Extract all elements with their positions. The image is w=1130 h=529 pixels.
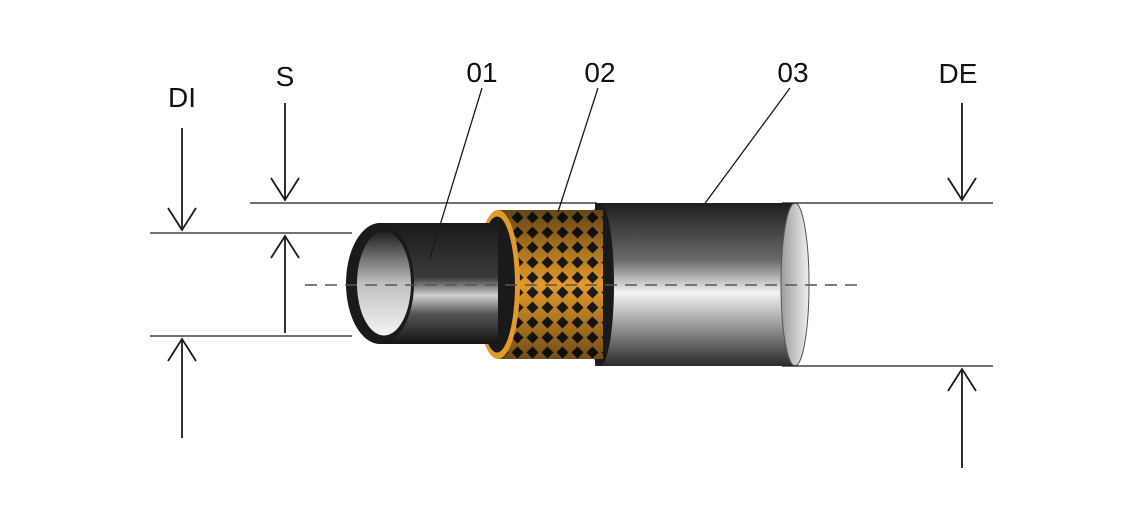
arrow-down-icon xyxy=(167,207,197,232)
arrow-up-icon xyxy=(270,234,300,259)
leader-01 xyxy=(429,87,483,259)
arrow-up-icon xyxy=(947,367,977,392)
label-de: DE xyxy=(939,58,978,89)
label-s: S xyxy=(276,61,295,92)
s-dimension xyxy=(270,103,300,333)
leader-03 xyxy=(702,87,791,207)
arrow-down-icon xyxy=(947,177,977,202)
label-01: 01 xyxy=(466,57,497,88)
leader-02 xyxy=(557,87,599,213)
label-03: 03 xyxy=(777,57,808,88)
arrow-down-icon xyxy=(270,177,300,202)
layer-01-inner-tube xyxy=(346,223,498,344)
label-di: DI xyxy=(168,82,196,113)
di-dimension xyxy=(167,128,197,438)
label-02: 02 xyxy=(584,57,615,88)
arrow-up-icon xyxy=(167,337,197,362)
de-dimension xyxy=(947,103,977,468)
inner-bore xyxy=(357,231,411,336)
